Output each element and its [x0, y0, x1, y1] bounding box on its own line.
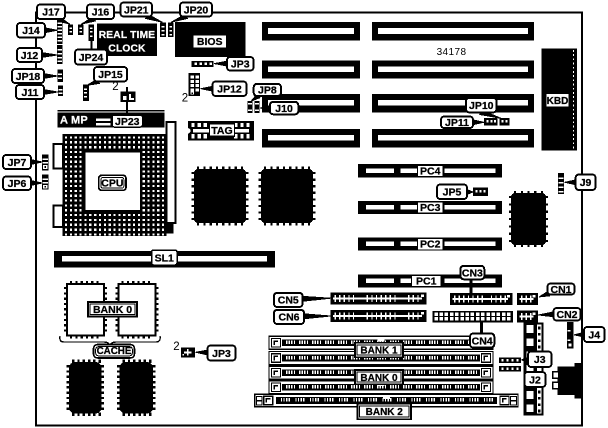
svg-text:J16: J16: [92, 7, 110, 19]
svg-text:PC3: PC3: [420, 202, 441, 214]
svg-text:2: 2: [182, 93, 188, 105]
svg-text:CN3: CN3: [462, 267, 483, 279]
svg-text:PC2: PC2: [420, 239, 441, 251]
svg-text:2: 2: [112, 81, 118, 93]
svg-text:BANK 0: BANK 0: [360, 373, 398, 384]
svg-text:JP21: JP21: [124, 4, 149, 16]
svg-text:JP18: JP18: [16, 71, 41, 83]
svg-text:CN5: CN5: [278, 295, 299, 307]
svg-text:J11: J11: [22, 87, 39, 99]
svg-text:SL1: SL1: [155, 253, 174, 265]
svg-text:JP20: JP20: [184, 4, 209, 16]
svg-text:JP6: JP6: [8, 178, 27, 190]
svg-text:34178: 34178: [437, 47, 467, 58]
svg-text:TAG: TAG: [211, 125, 232, 137]
svg-text:BANK 1: BANK 1: [360, 346, 398, 357]
svg-text:CN2: CN2: [556, 309, 577, 321]
svg-text:JP24: JP24: [79, 52, 104, 64]
svg-text:A MP: A MP: [60, 115, 88, 127]
svg-text:JP11: JP11: [445, 117, 469, 129]
svg-text:CACHE: CACHE: [97, 346, 132, 357]
svg-text:J10: J10: [275, 103, 293, 115]
svg-text:JP12: JP12: [217, 84, 242, 96]
svg-text:CPU: CPU: [101, 178, 123, 190]
svg-text:JP5: JP5: [443, 187, 462, 199]
svg-text:J9: J9: [580, 177, 592, 189]
svg-text:REAL TIME: REAL TIME: [99, 30, 156, 41]
svg-text:JP3: JP3: [212, 348, 231, 360]
svg-text:CN1: CN1: [550, 284, 571, 296]
svg-text:2: 2: [173, 341, 179, 353]
svg-text:BANK 2: BANK 2: [366, 407, 404, 418]
svg-text:BANK 0: BANK 0: [93, 304, 132, 316]
svg-text:JP8: JP8: [258, 85, 277, 97]
svg-text:JP15: JP15: [98, 69, 123, 81]
svg-text:CN6: CN6: [278, 312, 299, 324]
svg-text:CLOCK: CLOCK: [108, 44, 146, 55]
svg-text:J4: J4: [588, 329, 600, 341]
svg-text:J12: J12: [21, 50, 39, 62]
svg-text:JP10: JP10: [469, 100, 494, 112]
svg-text:J17: J17: [42, 7, 60, 19]
svg-text:J14: J14: [22, 25, 40, 37]
svg-text:JP7: JP7: [8, 157, 27, 169]
svg-text:JP3: JP3: [231, 59, 250, 71]
svg-text:J3: J3: [534, 354, 546, 366]
svg-text:BIOS: BIOS: [197, 36, 223, 48]
svg-text:JP23: JP23: [115, 116, 140, 128]
svg-text:CN4: CN4: [472, 335, 493, 347]
svg-text:J2: J2: [529, 374, 541, 386]
svg-text:PC1: PC1: [416, 276, 437, 288]
svg-text:PC4: PC4: [420, 166, 441, 178]
svg-text:KBD: KBD: [547, 96, 569, 107]
